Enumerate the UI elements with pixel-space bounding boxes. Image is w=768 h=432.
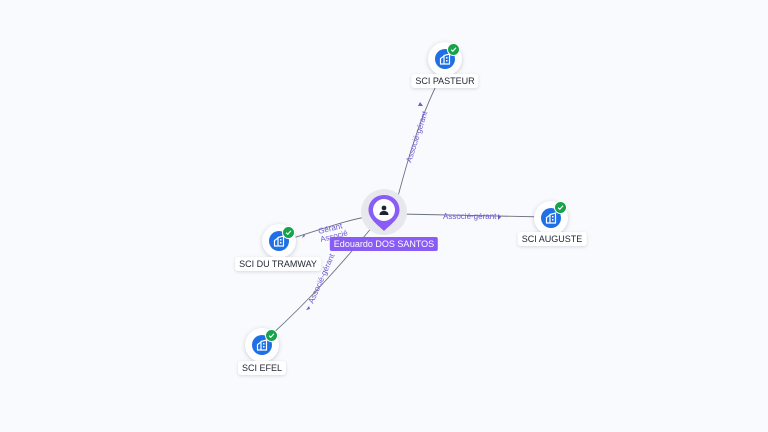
company-label-tramway[interactable]: SCI DU TRAMWAY: [235, 257, 321, 271]
edge-efel: [269, 219, 379, 337]
person-label[interactable]: Edouardo DOS SANTOS: [329, 237, 439, 251]
company-label-pasteur[interactable]: SCI PASTEUR: [411, 74, 479, 88]
edge-label-auguste: Associé-gérant: [443, 212, 497, 221]
verified-check-icon: [447, 43, 460, 56]
verified-check-icon: [265, 329, 278, 342]
company-label-auguste[interactable]: SCI AUGUSTE: [517, 232, 587, 246]
edge-pasteur: [396, 75, 442, 201]
edge-label-pasteur: Associé-gérant: [404, 109, 429, 163]
company-label-efel[interactable]: SCI EFEL: [237, 361, 287, 375]
edge-pasteur-arrow: [418, 102, 423, 106]
verified-check-icon: [554, 201, 567, 214]
edge-auguste: [399, 213, 546, 218]
building-icon: [541, 208, 561, 228]
edge-auguste-arrow: [498, 214, 501, 220]
edge-efel-arrow: [306, 306, 310, 310]
verified-check-icon: [282, 226, 295, 239]
person-icon: [379, 205, 389, 215]
edge-tramway-arrow: [302, 234, 305, 238]
